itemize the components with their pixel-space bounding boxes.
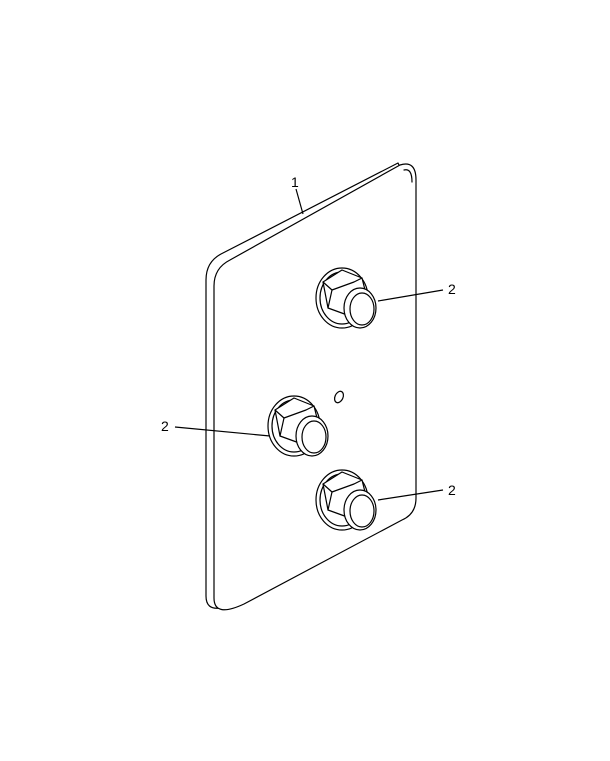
flange-nut-bottom xyxy=(315,469,377,531)
plate-bevel xyxy=(403,169,413,183)
callout-label-plate: 1 xyxy=(291,174,299,190)
plate-face xyxy=(213,163,417,611)
callout-label-nut-middle: 2 xyxy=(161,418,169,434)
mounting-plate xyxy=(205,162,417,611)
callout-label-nut-bottom: 2 xyxy=(448,482,456,498)
leader-line-nut-middle xyxy=(174,426,271,437)
leader-line-plate xyxy=(295,188,304,215)
callout-label-nut-top: 2 xyxy=(448,281,456,297)
plate-hole xyxy=(333,390,345,404)
leader-line-nut-top xyxy=(377,289,444,302)
flange-nut-middle xyxy=(267,395,329,457)
leader-line-nut-bottom xyxy=(377,489,444,501)
flange-nut-top xyxy=(315,267,377,329)
